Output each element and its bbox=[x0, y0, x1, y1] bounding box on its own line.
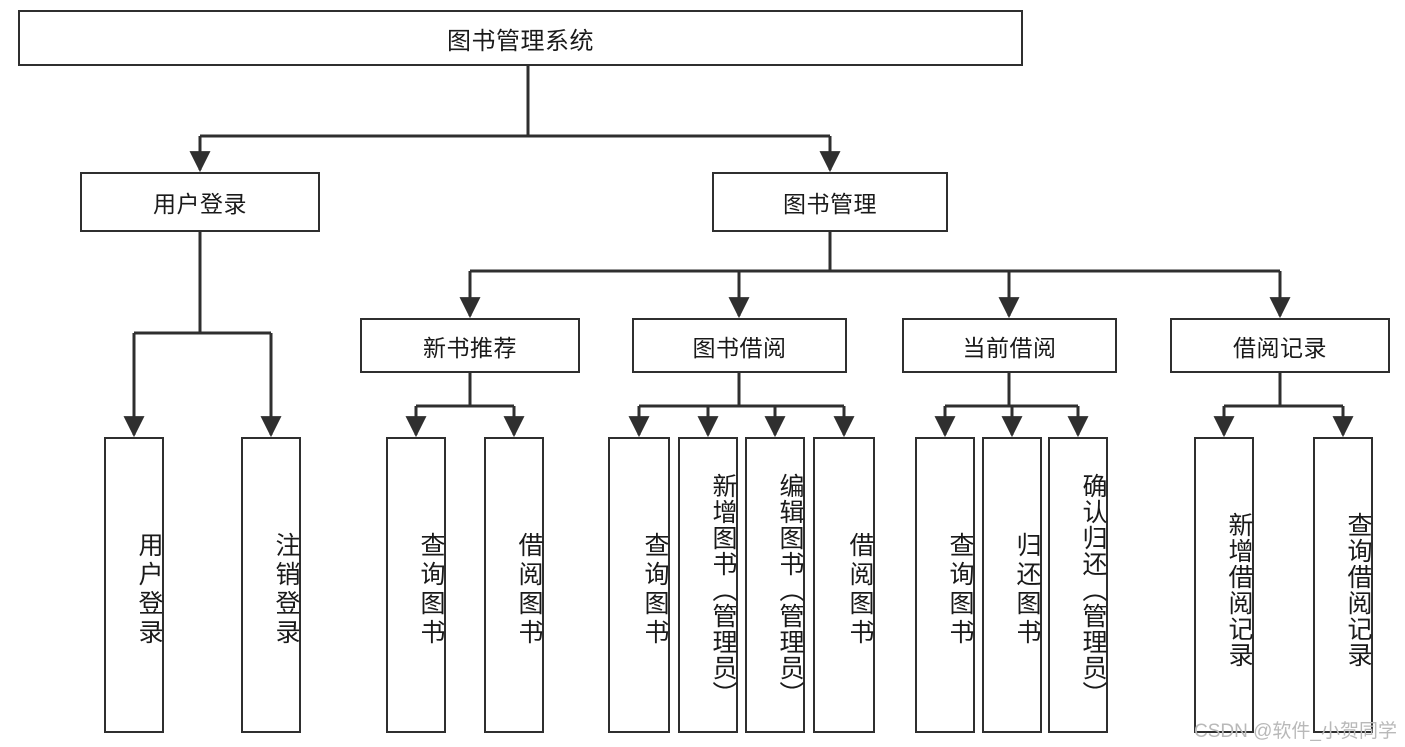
node-label: 查询图书 bbox=[641, 532, 669, 648]
node-leaf-logout[interactable]: 注销登录 bbox=[241, 437, 301, 733]
node-label: 查询借阅记录 bbox=[1344, 512, 1372, 668]
node-leaf-borrow-book-2[interactable]: 借阅图书 bbox=[813, 437, 875, 733]
node-label: 借阅图书 bbox=[515, 532, 543, 648]
node-current-borrow[interactable]: 当前借阅 bbox=[902, 318, 1117, 373]
node-label: 查询图书 bbox=[946, 532, 974, 648]
node-label: 查询图书 bbox=[417, 532, 445, 648]
node-leaf-confirm-return[interactable]: 确认归还（管理员） bbox=[1048, 437, 1108, 733]
node-book-manage[interactable]: 图书管理 bbox=[712, 172, 948, 232]
node-label: 归还图书 bbox=[1013, 532, 1041, 648]
node-leaf-query-record[interactable]: 查询借阅记录 bbox=[1313, 437, 1373, 733]
node-leaf-query-book-3[interactable]: 查询图书 bbox=[915, 437, 975, 733]
node-label: 当前借阅 bbox=[962, 334, 1057, 361]
node-label: 新书推荐 bbox=[423, 334, 517, 361]
node-leaf-return-book[interactable]: 归还图书 bbox=[982, 437, 1042, 733]
node-label: 借阅记录 bbox=[1233, 334, 1327, 361]
node-book-borrow[interactable]: 图书借阅 bbox=[632, 318, 847, 373]
node-root[interactable]: 图书管理系统 bbox=[18, 10, 1023, 66]
node-leaf-edit-book[interactable]: 编辑图书（管理员） bbox=[745, 437, 805, 733]
node-label: 注销登录 bbox=[272, 532, 300, 648]
node-label: 编辑图书（管理员） bbox=[776, 473, 804, 707]
node-label: 新增借阅记录 bbox=[1225, 512, 1253, 668]
node-label: 图书管理系统 bbox=[447, 27, 594, 55]
node-user-login[interactable]: 用户登录 bbox=[80, 172, 320, 232]
node-label: 图书借阅 bbox=[692, 334, 787, 361]
node-leaf-add-book[interactable]: 新增图书（管理员） bbox=[678, 437, 738, 733]
node-leaf-borrow-book-1[interactable]: 借阅图书 bbox=[484, 437, 544, 733]
node-leaf-query-book-1[interactable]: 查询图书 bbox=[386, 437, 446, 733]
node-label: 用户登录 bbox=[135, 532, 163, 648]
node-leaf-user-login[interactable]: 用户登录 bbox=[104, 437, 164, 733]
node-label: 新增图书（管理员） bbox=[709, 473, 737, 707]
node-leaf-add-record[interactable]: 新增借阅记录 bbox=[1194, 437, 1254, 733]
node-label: 图书管理 bbox=[783, 191, 877, 217]
node-new-book-recommend[interactable]: 新书推荐 bbox=[360, 318, 580, 373]
node-leaf-query-book-2[interactable]: 查询图书 bbox=[608, 437, 670, 733]
node-label: 用户登录 bbox=[153, 191, 247, 217]
node-label: 确认归还（管理员） bbox=[1079, 473, 1107, 707]
node-label: 借阅图书 bbox=[846, 532, 874, 648]
node-borrow-record[interactable]: 借阅记录 bbox=[1170, 318, 1390, 373]
